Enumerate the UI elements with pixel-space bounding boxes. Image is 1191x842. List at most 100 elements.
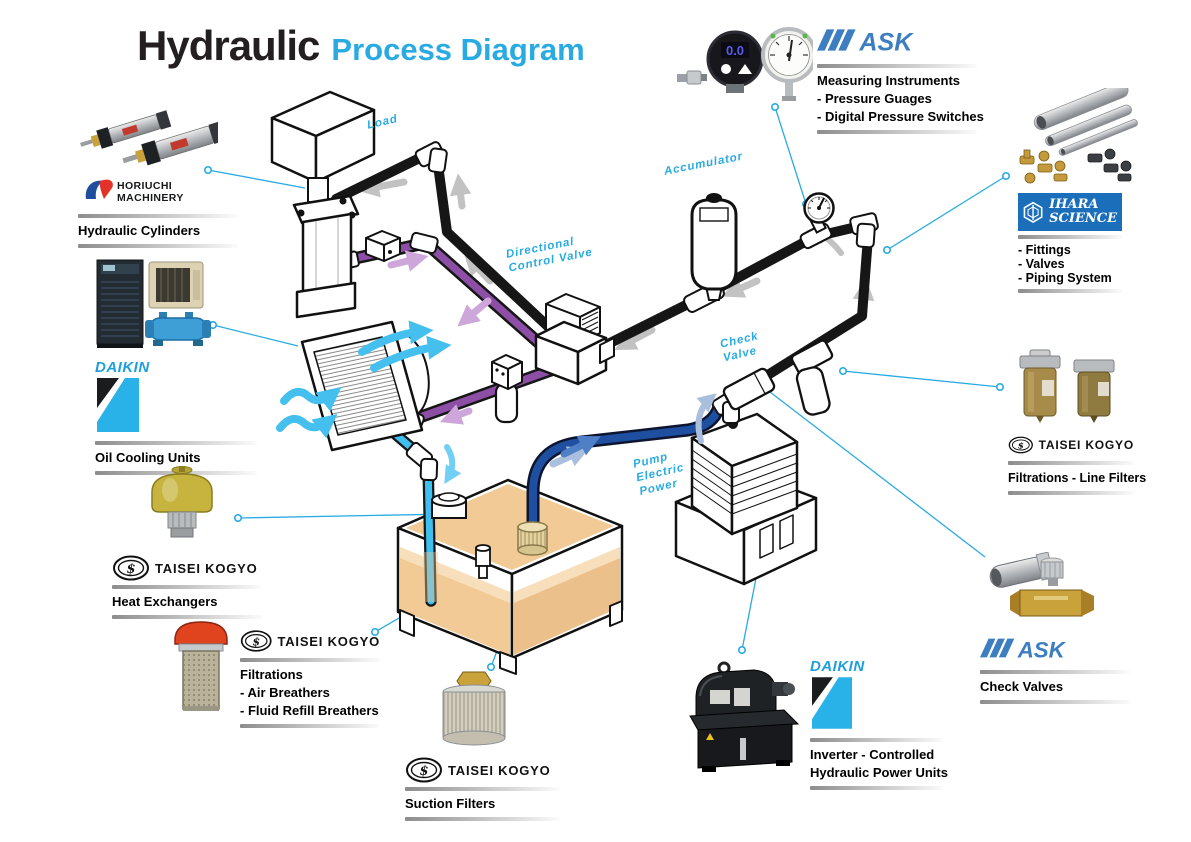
- product-item: - Fluid Refill Breathers: [240, 703, 379, 718]
- hydraulic-cylinders-image: [80, 110, 226, 166]
- hydraulic-power-unit-image: [689, 661, 800, 772]
- title-word-process-diagram: Process Diagram: [331, 32, 585, 67]
- divider-bar: [1018, 289, 1122, 293]
- taisei-kogyo-logo: $ TAISEI KOGYO: [240, 628, 380, 654]
- svg-text:$: $: [252, 635, 260, 648]
- taisei-brand-text: TAISEI KOGYO: [155, 560, 258, 576]
- taisei-brand-text: TAISEI KOGYO: [1038, 438, 1134, 452]
- svg-text:MACHINERY: MACHINERY: [117, 192, 184, 204]
- page-title: Hydraulic Process Diagram: [137, 22, 585, 70]
- divider-bar: [980, 670, 1130, 674]
- divider-bar: [95, 441, 257, 445]
- product-label: Oil Cooling Units: [95, 450, 201, 465]
- divider-bar: [810, 786, 943, 790]
- pump-power-unit-component: [674, 412, 818, 586]
- horiuchi-red-mark: [99, 179, 113, 199]
- line-filters-image: [1019, 349, 1115, 423]
- reservoir-tank: [396, 478, 624, 675]
- product-item: - Valves: [1018, 257, 1065, 271]
- group-oil-cooling-units: DAIKIN Oil Cooling Units: [95, 258, 257, 479]
- suction-strainer-component: [517, 521, 548, 556]
- divider-bar: [78, 244, 238, 248]
- ihara-brand-line2: SCIENCE: [1049, 211, 1117, 226]
- product-label: Filtrations - Line Filters: [1008, 471, 1147, 485]
- product-item: - Pressure Guages: [817, 91, 932, 106]
- taisei-emblem-icon: $: [113, 555, 149, 581]
- product-label: Measuring Instruments: [817, 73, 961, 88]
- pipe-black-rod-side: [331, 145, 561, 339]
- taisei-emblem-icon: $: [240, 630, 272, 652]
- svg-text:ASK: ASK: [858, 29, 914, 55]
- pressure-gauge-component: [799, 192, 835, 250]
- product-item: - Fittings: [1018, 243, 1071, 257]
- divider-bar: [405, 817, 560, 821]
- tank-filler-cap-component: [475, 544, 491, 579]
- taisei-kogyo-logo: $ TAISEI KOGYO: [1008, 433, 1134, 457]
- product-label: Check Valves: [980, 679, 1064, 694]
- ihara-brand-line1: IHARA: [1049, 197, 1099, 213]
- flow-arrows-colored: [276, 250, 717, 485]
- taisei-kogyo-logo: $ TAISEI KOGYO: [112, 555, 262, 581]
- taisei-emblem-icon: $: [1008, 436, 1033, 454]
- oil-cooling-units-image: [96, 259, 211, 348]
- taisei-kogyo-logo: $ TAISEI KOGYO: [405, 757, 560, 783]
- pressure-line-filter-component: [790, 339, 834, 416]
- divider-bar: [1008, 461, 1134, 465]
- measuring-instruments-text-col: ASK Measuring Instruments - Pressure Gua…: [817, 25, 984, 138]
- taisei-brand-text: TAISEI KOGYO: [277, 633, 380, 649]
- taisei-emblem-icon: $: [406, 757, 442, 783]
- product-item: - Digital Pressure Switches: [817, 109, 984, 124]
- svg-text:$: $: [1018, 441, 1024, 451]
- ihara-emblem-icon: [1023, 201, 1043, 223]
- divider-bar: [405, 787, 560, 791]
- divider-bar: [980, 700, 1130, 704]
- daikin-logo-text: DAIKIN: [95, 359, 150, 376]
- product-label: Hydraulic Power Units: [810, 765, 948, 780]
- oil-cooler-component: [300, 320, 430, 452]
- ask-logo: ASK: [980, 637, 1067, 662]
- divider-bar: [112, 585, 262, 589]
- svg-text:$: $: [419, 764, 428, 779]
- divider-bar: [810, 738, 943, 742]
- product-item: - Piping System: [1018, 271, 1112, 285]
- title-word-hydraulic: Hydraulic: [137, 22, 320, 69]
- group-check-valves: ASK Check Valves: [980, 551, 1130, 708]
- air-breather-image: [151, 466, 213, 538]
- svg-text:HORIUCHI: HORIUCHI: [117, 180, 172, 192]
- svg-text:ASK: ASK: [1017, 637, 1067, 661]
- cylinder-load-component: [270, 90, 376, 319]
- divider-bar: [1008, 491, 1134, 495]
- group-inverter-power-units: DAIKIN Inverter - Controlled Hydraulic P…: [688, 658, 948, 794]
- group-heat-exchangers: $ TAISEI KOGYO Heat Exchangers: [112, 462, 262, 623]
- filtrations-text-col: $ TAISEI KOGYO Filtrations - Air Breathe…: [240, 618, 380, 732]
- check-valve-component: [722, 367, 776, 411]
- pipes-fittings-image: [1019, 82, 1138, 184]
- daikin-emblem-icon: [812, 677, 852, 729]
- inverter-text-col: DAIKIN Inverter - Controlled Hydraulic P…: [810, 658, 948, 794]
- directional-control-valve-component: [534, 293, 615, 386]
- ihara-science-logo: IHARA SCIENCE: [1018, 193, 1122, 231]
- divider-bar: [112, 615, 262, 619]
- group-hydraulic-cylinders: HORIUCHI MACHINERY Hydraulic Cylinders: [78, 100, 238, 252]
- product-label: Hydraulic Cylinders: [78, 223, 201, 238]
- product-label: Heat Exchangers: [112, 594, 218, 609]
- check-valves-image: [989, 551, 1094, 617]
- divider-bar: [817, 64, 977, 68]
- group-line-filters: $ TAISEI KOGYO Filtrations - Line Filter…: [1008, 348, 1147, 499]
- daikin-emblem-icon: [97, 378, 139, 432]
- daikin-logo-text: DAIKIN: [810, 658, 865, 675]
- pressure-gauges-image: 0.0: [677, 27, 813, 101]
- tank-breather-component: [431, 492, 467, 519]
- product-label: Filtrations: [240, 667, 303, 682]
- suction-filter-image: [442, 671, 506, 746]
- product-label: Inverter - Controlled: [810, 747, 935, 762]
- group-suction-filters: $ TAISEI KOGYO Suction Filters: [405, 668, 560, 825]
- valve-block-component: [365, 230, 401, 262]
- group-filtrations-breathers: $ TAISEI KOGYO Filtrations - Air Breathe…: [172, 618, 380, 732]
- product-label: Suction Filters: [405, 796, 496, 811]
- taisei-brand-text: TAISEI KOGYO: [448, 762, 551, 778]
- horiuchi-machinery-logo: HORIUCHI MACHINERY: [85, 179, 184, 204]
- accumulator-component: [683, 193, 738, 313]
